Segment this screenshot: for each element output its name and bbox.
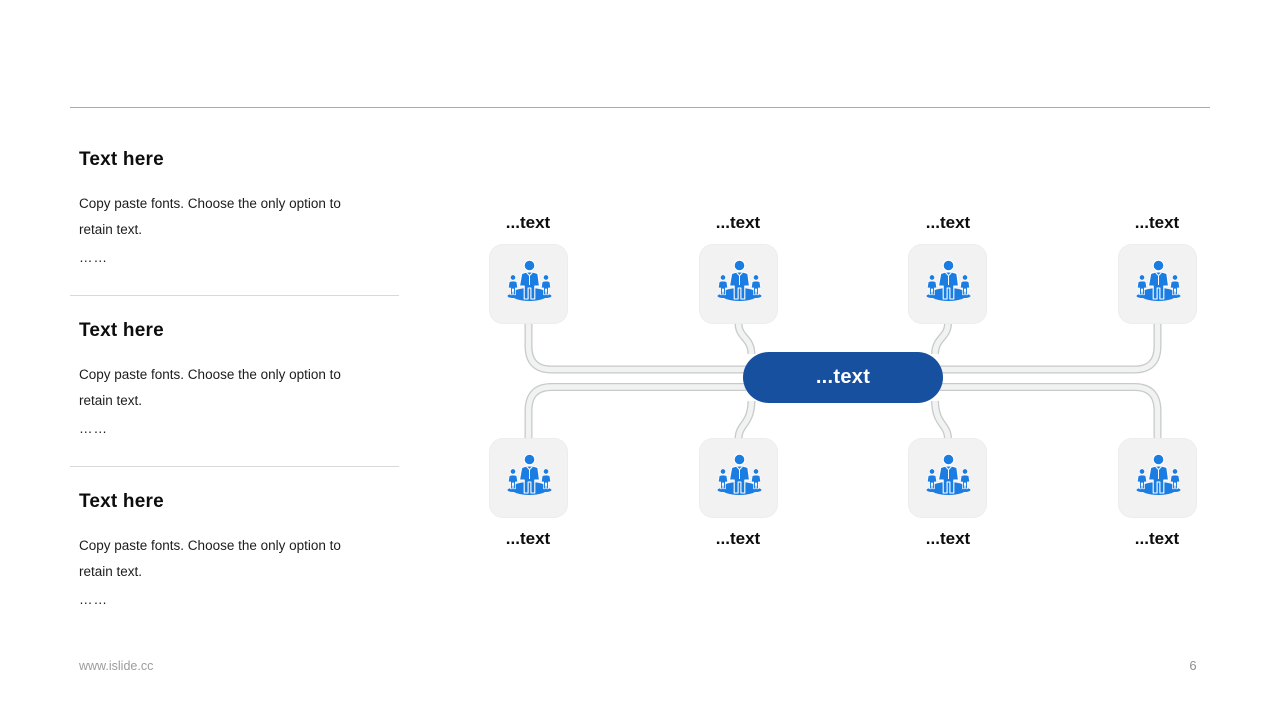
section-ellipsis: ……	[79, 250, 108, 265]
team-people-icon	[1135, 453, 1181, 496]
member-node	[908, 438, 987, 518]
node-label: ...text	[925, 529, 971, 548]
team-people-icon	[506, 453, 552, 496]
section-ellipsis: ……	[79, 421, 108, 436]
page-number: 6	[1189, 658, 1197, 673]
team-people-icon	[716, 259, 762, 302]
node-label: ...text	[715, 529, 761, 548]
text-section-3: Text here Copy paste fonts. Choose the o…	[79, 492, 373, 613]
member-node	[699, 244, 778, 324]
member-node	[908, 244, 987, 324]
member-node	[699, 438, 778, 518]
section-body: Copy paste fonts. Choose the only option…	[79, 538, 341, 579]
team-people-icon	[716, 453, 762, 496]
node-label: ...text	[505, 529, 551, 548]
section-ellipsis: ……	[79, 592, 108, 607]
text-section-2: Text here Copy paste fonts. Choose the o…	[79, 321, 373, 442]
section-title: Text here	[79, 491, 164, 512]
text-section-1: Text here Copy paste fonts. Choose the o…	[79, 150, 373, 271]
footer-website-url: www.islide.cc	[79, 659, 154, 673]
section-body: Copy paste fonts. Choose the only option…	[79, 196, 341, 237]
center-node-label: ...text	[815, 366, 871, 388]
team-people-icon	[1135, 259, 1181, 302]
top-divider-line	[70, 107, 1210, 108]
center-node: ...text	[743, 352, 943, 403]
node-label: ...text	[505, 213, 551, 232]
section-divider-2	[70, 466, 399, 467]
section-title: Text here	[79, 149, 164, 170]
section-body: Copy paste fonts. Choose the only option…	[79, 367, 341, 408]
section-title: Text here	[79, 320, 164, 341]
member-node	[1118, 438, 1197, 518]
member-node	[489, 438, 568, 518]
member-node	[1118, 244, 1197, 324]
node-label: ...text	[925, 213, 971, 232]
member-node	[489, 244, 568, 324]
section-divider-1	[70, 295, 399, 296]
node-label: ...text	[1134, 213, 1180, 232]
team-people-icon	[506, 259, 552, 302]
team-people-icon	[925, 259, 971, 302]
node-label: ...text	[1134, 529, 1180, 548]
node-label: ...text	[715, 213, 761, 232]
team-people-icon	[925, 453, 971, 496]
